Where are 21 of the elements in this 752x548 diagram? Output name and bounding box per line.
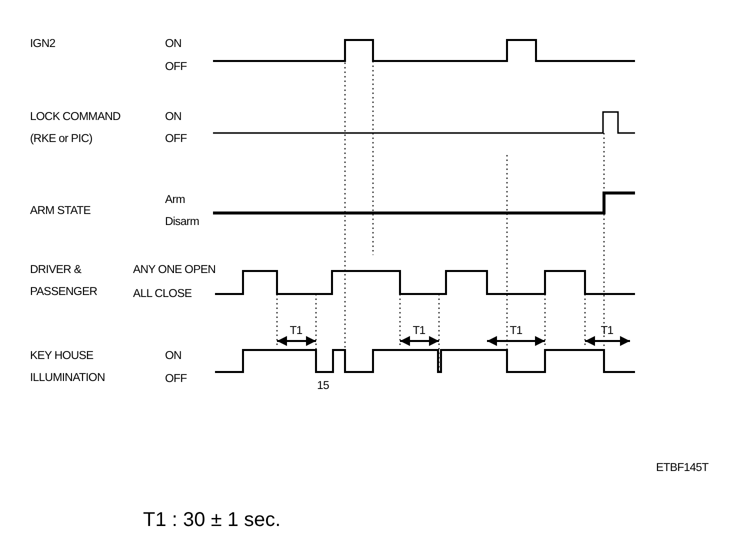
- figure-code: ETBF145T: [656, 461, 708, 476]
- state-label: ANY ONE OPEN: [133, 263, 216, 278]
- state-label: Disarm: [165, 215, 200, 230]
- state-label: OFF: [165, 60, 187, 75]
- state-label: ON: [165, 37, 182, 52]
- duration-label: T1: [510, 324, 522, 339]
- signal-name: DRIVER & PASSENGER: [30, 263, 98, 300]
- duration-label: T1: [412, 324, 426, 339]
- signal-name: ARM STATE: [30, 204, 91, 219]
- time-value: 15: [317, 379, 329, 394]
- state-label: OFF: [165, 132, 187, 147]
- signal-name: IGN2: [30, 37, 56, 52]
- signal-name: KEY HOUSE ILLUMINATION: [30, 349, 106, 386]
- state-label: Arm: [165, 193, 185, 208]
- state-label: ON: [165, 349, 182, 364]
- state-label: OFF: [165, 372, 187, 387]
- signal-name: LOCK COMMAND (RKE or PIC): [30, 110, 122, 147]
- state-label: ON: [165, 110, 182, 125]
- note-text: T1 : 30 ± 1 sec.: [143, 508, 281, 532]
- state-label: ALL CLOSE: [133, 287, 192, 302]
- duration-label: T1: [290, 324, 302, 339]
